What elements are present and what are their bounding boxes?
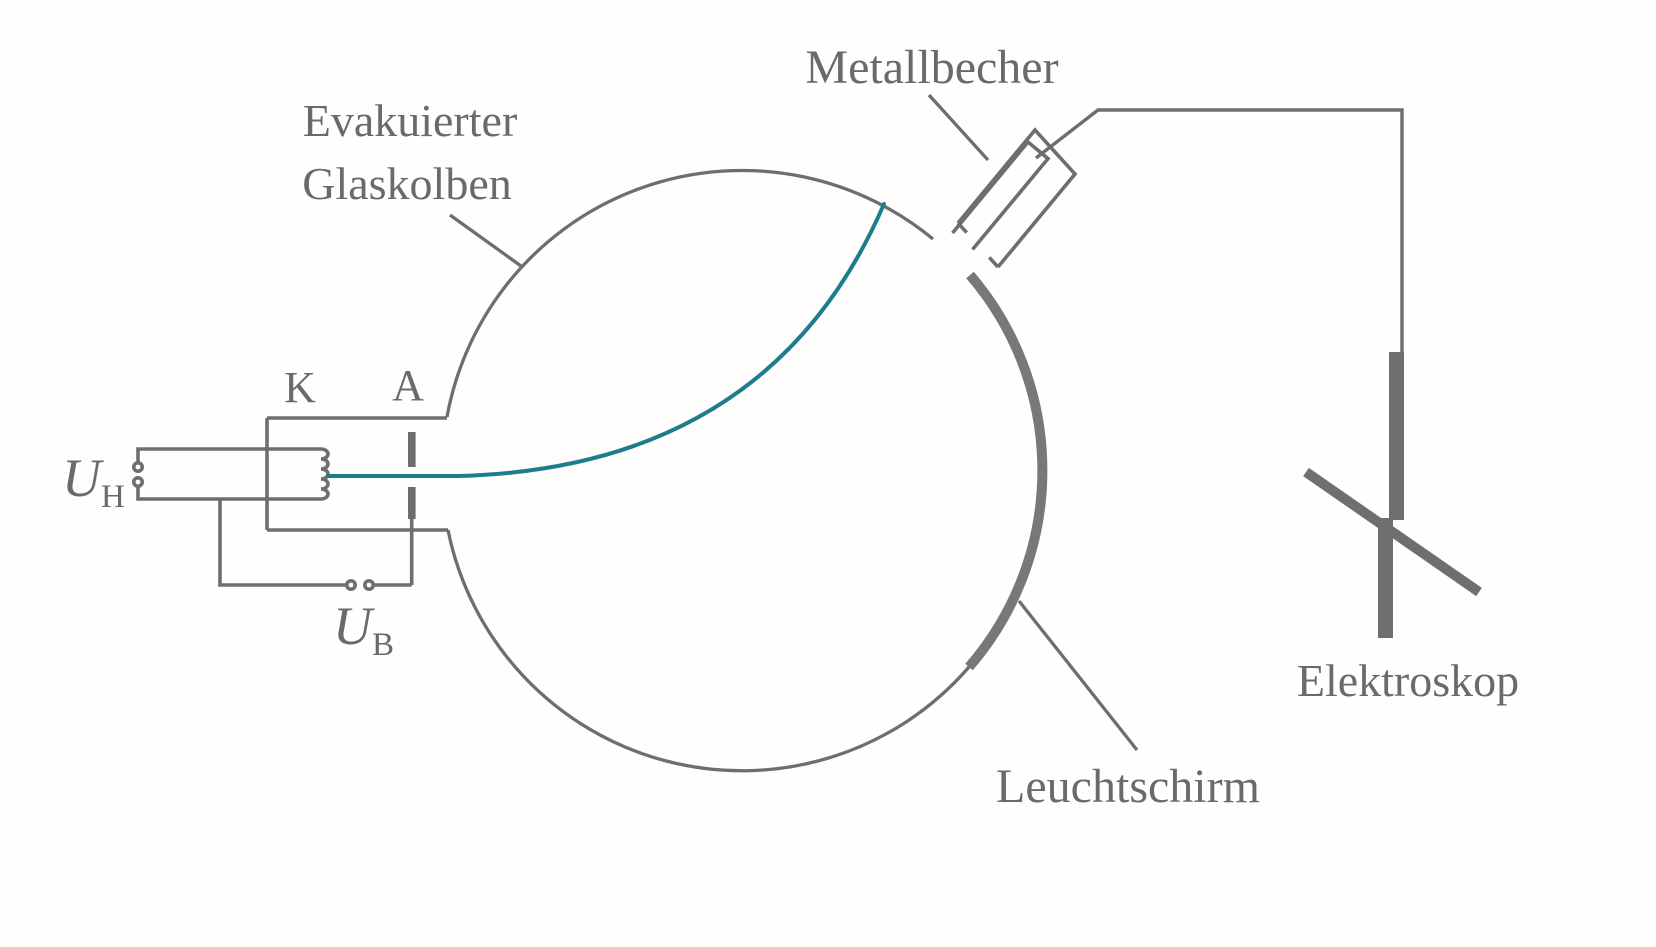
heater-top-wire	[136, 447, 321, 462]
label-voltage-accel: UB	[333, 596, 394, 663]
label-cathode-k: K	[284, 363, 316, 412]
heater-circuit	[132, 447, 330, 501]
glass-bulb	[445, 168, 971, 773]
glass-bulb-top-arc	[445, 168, 935, 418]
glass-bulb-bottom-arc	[446, 529, 971, 773]
ub-left-wire	[218, 499, 346, 587]
metal-cup-outer	[956, 127, 1078, 269]
ub-terminal-right	[362, 578, 375, 591]
heater-coil	[320, 447, 330, 501]
anode-electrode	[408, 432, 416, 519]
leader-lines	[449, 93, 1139, 752]
label-anode-a: A	[392, 361, 424, 410]
label-screen: Leuchtschirm	[996, 760, 1260, 813]
label-glass-bulb-line2: Glaskolben	[302, 158, 512, 209]
electron-beam-path	[326, 202, 886, 478]
voltage-heater-subscript: H	[101, 479, 125, 515]
electroscope	[1303, 352, 1482, 638]
heater-terminal-bottom	[132, 475, 145, 488]
label-metal-cup: Metallbecher	[805, 41, 1058, 94]
metal-cup-inner	[951, 139, 1051, 251]
leader-glass-bulb	[449, 213, 522, 268]
acceleration-circuit	[218, 499, 414, 591]
metal-cup-outer-lip-right	[987, 256, 1000, 269]
electron-gun	[265, 416, 448, 532]
heater-bottom-wire	[136, 487, 321, 501]
anode-plate-lower	[408, 487, 416, 519]
voltage-accel-symbol: U	[333, 596, 375, 656]
fluorescent-screen-arc	[965, 271, 1048, 671]
electroscope-rod-upper	[1389, 352, 1404, 520]
anode-plate-upper	[408, 432, 416, 467]
electroscope-rod-lower	[1378, 518, 1393, 638]
label-voltage-heater: UH	[62, 448, 125, 515]
electroscope-needle	[1303, 467, 1482, 597]
heater-terminal-top	[132, 460, 145, 473]
leader-metal-cup	[927, 93, 990, 162]
ub-terminal-left	[344, 578, 357, 591]
electroscope-wire	[1034, 108, 1404, 352]
voltage-heater-symbol: U	[62, 448, 104, 508]
label-electroscope: Elektroskop	[1297, 655, 1519, 706]
voltage-accel-subscript: B	[372, 627, 394, 663]
leader-screen	[1017, 599, 1139, 752]
label-glass-bulb-line1: Evakuierter	[303, 95, 518, 146]
metal-cup	[951, 127, 1078, 269]
